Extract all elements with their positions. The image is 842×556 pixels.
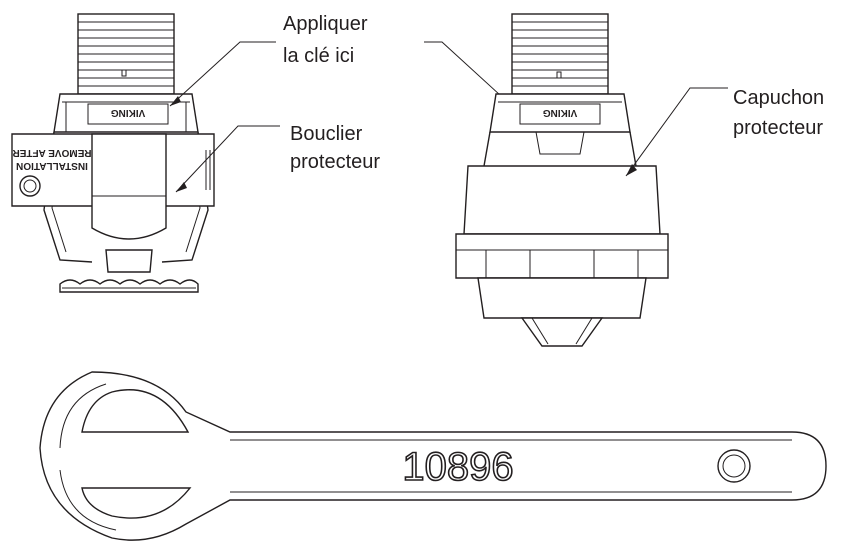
svg-text:VIKING: VIKING — [111, 107, 146, 118]
svg-text:Capuchon: Capuchon — [733, 87, 824, 109]
shield-tab-hole — [19, 175, 41, 197]
right-sprinkler-threads — [511, 13, 609, 95]
protective-cap — [455, 165, 669, 347]
label-cap: Capuchon protecteur — [625, 87, 824, 177]
left-sprinkler: VIKING REMOVE AFTER INSTALLATION — [11, 13, 215, 293]
svg-text:Bouclier: Bouclier — [290, 123, 363, 145]
label-shield: Bouclier protecteur — [175, 123, 380, 193]
right-brand-mark: VIKING — [519, 103, 601, 125]
leader-shield — [175, 125, 280, 193]
wrench-number: 10896 — [402, 445, 513, 489]
left-deflector — [59, 249, 199, 293]
right-sprinkler: VIKING — [455, 13, 669, 347]
leader-cap — [625, 87, 728, 177]
svg-text:la clé ici: la clé ici — [283, 45, 354, 67]
svg-text:protecteur: protecteur — [733, 117, 823, 139]
svg-text:protecteur: protecteur — [290, 151, 380, 173]
sprinkler-wrench: 10896 — [39, 371, 827, 541]
leader-wrench-right — [424, 41, 513, 107]
left-brand-mark: VIKING — [87, 103, 169, 125]
left-sprinkler-threads — [77, 13, 175, 95]
shield: REMOVE AFTER INSTALLATION — [11, 133, 215, 240]
svg-text:VIKING: VIKING — [543, 107, 578, 118]
svg-text:Appliquer: Appliquer — [283, 13, 368, 35]
leader-wrench-left — [169, 41, 276, 107]
shield-tag-line-1: REMOVE AFTER — [12, 147, 92, 158]
label-wrench-point: Appliquer la clé ici — [169, 13, 513, 107]
shield-tag-line-2: INSTALLATION — [16, 160, 88, 171]
